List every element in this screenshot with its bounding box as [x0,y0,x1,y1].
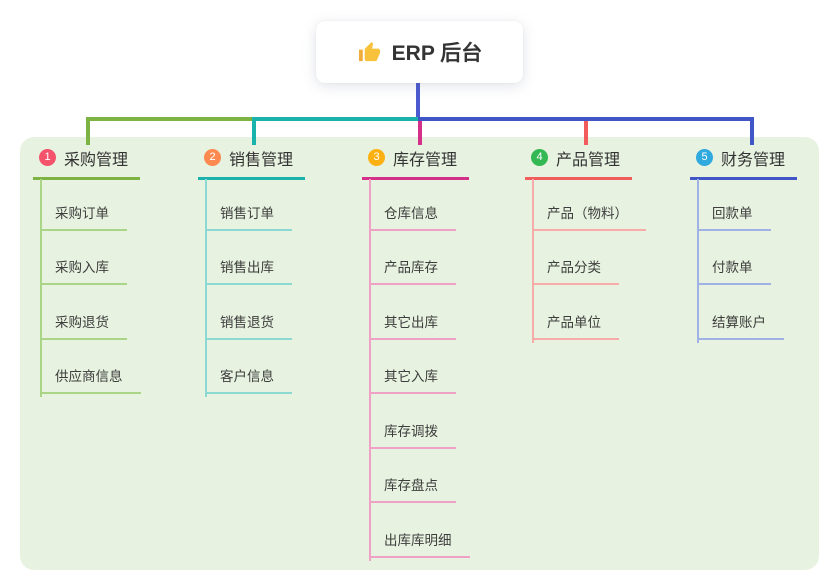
child-node-label[interactable]: 销售订单 [205,202,292,231]
branch-badge: 1 [39,149,56,166]
branch-badge: 4 [531,149,548,166]
branch-badge: 5 [696,149,713,166]
connector-line [252,117,418,121]
branch-children: 产品（物料） 产品分类产品单位 [525,176,646,343]
child-node: 销售退货 [198,285,292,340]
connector-line [584,121,588,145]
branch-title-3[interactable]: 3 库存管理 [362,146,470,180]
root-node-label: ERP 后台 [391,42,483,65]
child-node-label[interactable]: 采购退货 [40,311,127,340]
branch-children: 回款单付款单结算账户 [690,176,784,343]
branch-3: 3 库存管理仓库信息产品库存其它出库其它入库库存调拨库存盘点出库库明细 [362,146,470,561]
child-node-label[interactable]: 产品分类 [532,256,619,285]
child-node-label[interactable]: 产品库存 [369,256,456,285]
branch-title-1[interactable]: 1 采购管理 [33,146,141,180]
child-node: 采购订单 [33,176,141,231]
child-node: 供应商信息 [33,340,141,394]
branch-title-5[interactable]: 5 财务管理 [690,146,798,180]
child-node: 销售订单 [198,176,292,231]
child-node-label[interactable]: 回款单 [697,202,771,231]
child-connector-line [697,179,699,343]
child-node: 产品库存 [362,231,470,285]
child-node: 产品单位 [525,285,646,340]
child-node: 仓库信息 [362,176,470,231]
mindmap-panel [20,137,819,570]
branch-children: 采购订单采购入库采购退货供应商信息 [33,176,141,397]
child-node-label[interactable]: 出库库明细 [369,529,470,558]
child-node-label[interactable]: 客户信息 [205,365,292,394]
branch-badge: 3 [368,149,385,166]
child-node: 库存调拨 [362,394,470,449]
connector-line [418,117,754,121]
child-node: 其它入库 [362,340,470,394]
branch-1: 1 采购管理采购订单采购入库采购退货供应商信息 [33,146,141,397]
branch-children: 仓库信息产品库存其它出库其它入库库存调拨库存盘点出库库明细 [362,176,470,561]
child-connector-line [369,179,371,561]
child-node: 结算账户 [690,285,784,340]
child-node-label[interactable]: 其它出库 [369,311,456,340]
child-node-label[interactable]: 采购订单 [40,202,127,231]
child-node: 付款单 [690,231,784,285]
child-connector-line [532,179,534,343]
thumbs-up-icon [357,41,382,64]
child-node-label[interactable]: 其它入库 [369,365,456,394]
branch-title-2[interactable]: 2 销售管理 [198,146,306,180]
branch-badge: 2 [204,149,221,166]
connector-line [86,117,252,121]
branch-title-label: 库存管理 [393,151,458,169]
branch-title-4[interactable]: 4 产品管理 [525,146,633,180]
child-node-label[interactable]: 付款单 [697,256,771,285]
branch-2: 2 销售管理销售订单销售出库销售退货客户信息 [198,146,306,397]
child-node: 其它出库 [362,285,470,340]
child-node-label[interactable]: 库存盘点 [369,474,456,503]
connector-line [418,121,422,145]
child-node: 回款单 [690,176,784,231]
branch-children: 销售订单销售出库销售退货客户信息 [198,176,292,397]
root-node[interactable]: ERP 后台 [316,21,523,83]
child-node: 产品分类 [525,231,646,285]
child-node: 采购入库 [33,231,141,285]
connector-line [252,121,256,145]
child-node: 产品（物料） [525,176,646,231]
child-node-label[interactable]: 库存调拨 [369,420,456,449]
child-node: 出库库明细 [362,503,470,558]
child-node-label[interactable]: 产品单位 [532,311,619,340]
child-connector-line [40,179,42,397]
branch-title-label: 采购管理 [64,151,129,169]
connector-line [86,121,90,145]
child-node-label[interactable]: 仓库信息 [369,202,456,231]
child-node-label[interactable]: 供应商信息 [40,365,141,394]
child-node-label[interactable]: 产品（物料） [532,202,646,231]
child-node-label[interactable]: 结算账户 [697,311,784,340]
child-node: 客户信息 [198,340,292,394]
child-node: 库存盘点 [362,449,470,503]
branch-title-label: 销售管理 [229,151,294,169]
child-node: 采购退货 [33,285,141,340]
connector-line [750,121,754,145]
branch-title-label: 财务管理 [721,151,786,169]
connector-line [416,83,420,121]
branch-4: 4 产品管理产品（物料） 产品分类产品单位 [525,146,646,343]
child-node-label[interactable]: 采购入库 [40,256,127,285]
child-node: 销售出库 [198,231,292,285]
branch-5: 5 财务管理回款单付款单结算账户 [690,146,798,343]
child-node-label[interactable]: 销售出库 [205,256,292,285]
child-node-label[interactable]: 销售退货 [205,311,292,340]
branch-title-label: 产品管理 [556,151,621,169]
child-connector-line [205,179,207,397]
